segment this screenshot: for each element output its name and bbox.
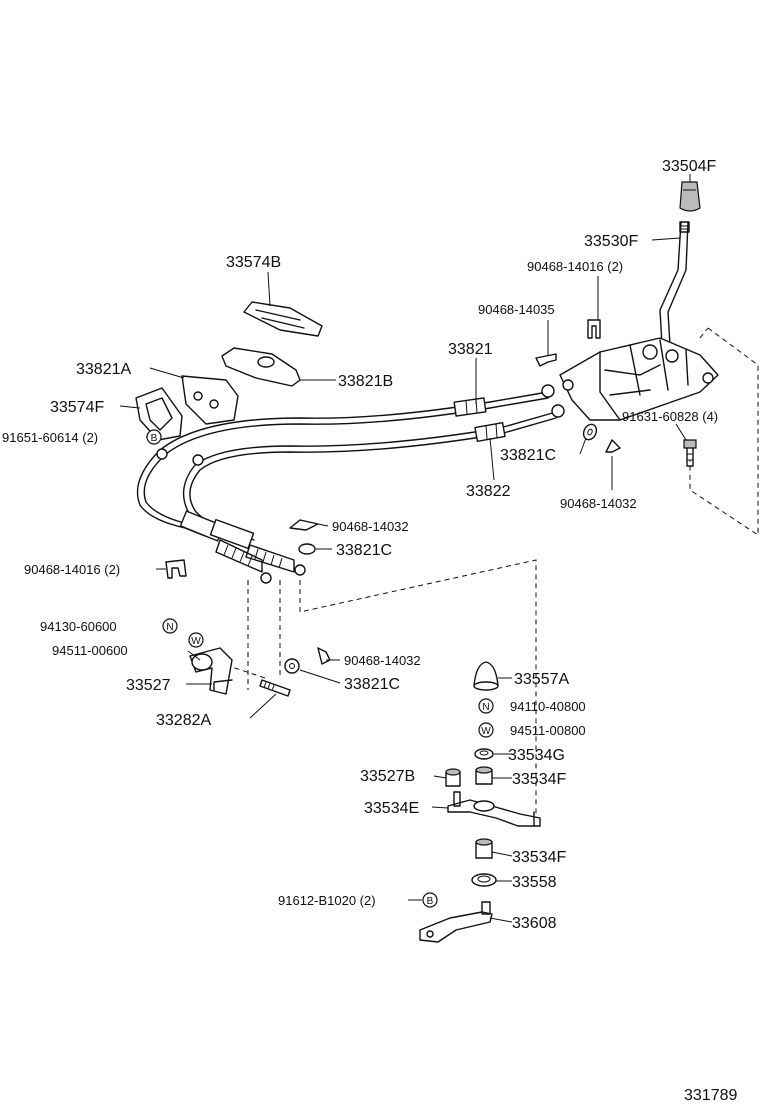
cable-end-33822	[209, 518, 306, 576]
nut-symbol-94130: N	[162, 618, 178, 634]
bolt-91631	[683, 439, 697, 467]
label-33534G: 33534G	[508, 747, 565, 764]
svg-text:B: B	[427, 896, 434, 907]
label-33822: 33822	[466, 483, 511, 500]
label-33557A: 33557A	[514, 671, 569, 688]
label-94110-40800: 94110-40800	[510, 699, 586, 714]
label-94130-60600: 94130-60600	[40, 619, 117, 634]
label-33821A: 33821A	[76, 361, 131, 378]
shift-knob	[679, 181, 701, 212]
pin-33282A	[259, 679, 291, 697]
cushion-33558	[471, 873, 497, 887]
lever-33534E	[447, 791, 541, 827]
clip-90468-14032-low	[317, 647, 331, 665]
label-33534F-a: 33534F	[512, 771, 566, 788]
label-33821C-mid: 33821C	[336, 542, 392, 559]
bushing-33821C-mid	[298, 543, 316, 555]
bushing-33534F-a	[475, 766, 493, 785]
label-33504F: 33504F	[662, 158, 716, 175]
label-94511-00800: 94511-00800	[510, 723, 586, 738]
bolt-symbol-91612: B	[422, 892, 438, 908]
label-90468-14032-mid: 90468-14032	[332, 519, 409, 534]
label-33821: 33821	[448, 341, 493, 358]
nut-symbol-94110: N	[478, 698, 494, 714]
bolt-symbol-91651: B	[146, 429, 162, 445]
washer-symbol-94511-left: W	[188, 632, 204, 648]
washer-33534G	[474, 748, 494, 760]
bracket-33574F	[135, 387, 183, 441]
label-33821C-top: 33821C	[500, 447, 556, 464]
shift-lever	[659, 221, 690, 346]
clip-90468-14032-right	[605, 439, 621, 453]
figure-number: 331789	[684, 1087, 737, 1104]
plate-33821A	[181, 375, 239, 425]
retainer-33574B	[243, 301, 323, 337]
label-90468-14016-top: 90468-14016 (2)	[527, 259, 623, 274]
lever-33527	[189, 647, 233, 695]
cap-33557A	[473, 661, 499, 691]
label-94511-00600: 94511-00600	[52, 643, 128, 658]
label-91631-60828: 91631-60828 (4)	[622, 409, 718, 424]
label-33527B: 33527B	[360, 768, 415, 785]
svg-text:N: N	[482, 702, 489, 713]
label-33534E: 33534E	[364, 800, 419, 817]
bushing-33821C-top	[582, 423, 598, 441]
bushing-33534F-b	[475, 838, 493, 859]
svg-text:W: W	[191, 636, 201, 647]
svg-text:N: N	[166, 622, 173, 633]
label-90468-14032-right: 90468-14032	[560, 496, 637, 511]
label-90468-14035: 90468-14035	[478, 302, 555, 317]
washer-symbol-94511-right: W	[478, 722, 494, 738]
label-33574B: 33574B	[226, 254, 281, 271]
label-91651-60614: 91651-60614 (2)	[2, 430, 98, 445]
label-33608: 33608	[512, 915, 557, 932]
clip-90468-14016-top	[587, 319, 601, 339]
bracket-33608	[419, 901, 493, 943]
label-90468-14032-low: 90468-14032	[344, 653, 421, 668]
shift-lever-housing	[559, 337, 719, 421]
label-33530F: 33530F	[584, 233, 638, 250]
label-33534F-b: 33534F	[512, 849, 566, 866]
label-33282A: 33282A	[156, 712, 211, 729]
label-90468-14016-left: 90468-14016 (2)	[24, 562, 120, 577]
label-33821B: 33821B	[338, 373, 393, 390]
label-91612-B1020: 91612-B1020 (2)	[278, 893, 376, 908]
label-33821C-low: 33821C	[344, 676, 400, 693]
label-33527: 33527	[126, 677, 171, 694]
label-33558: 33558	[512, 874, 557, 891]
plate-33821B	[221, 347, 301, 387]
clip-90468-14016-left	[165, 559, 187, 579]
svg-text:W: W	[481, 726, 491, 737]
label-33574F: 33574F	[50, 399, 104, 416]
bushing-33527B	[445, 768, 461, 787]
svg-text:B: B	[151, 433, 158, 444]
clip-90468-14032-mid	[289, 519, 319, 531]
clip-90468-14035	[535, 353, 557, 367]
bushing-33821C-low	[284, 658, 300, 674]
